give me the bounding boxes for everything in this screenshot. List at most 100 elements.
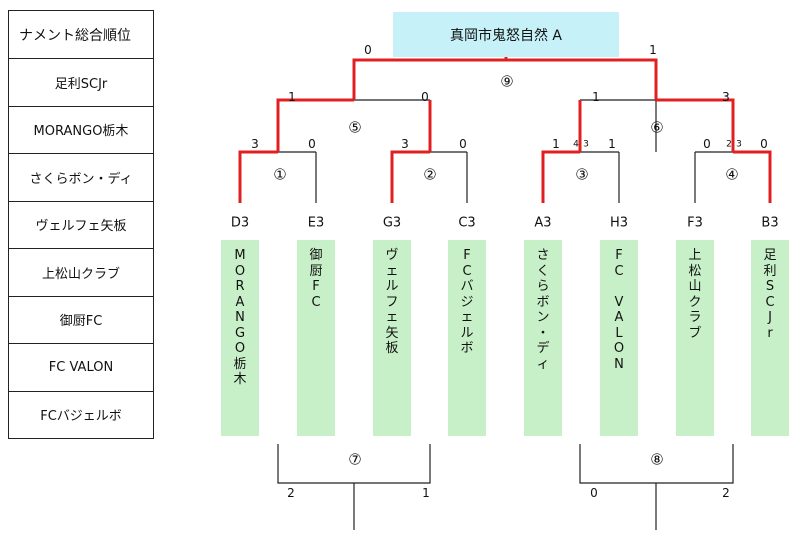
win-line-m2 <box>390 150 430 203</box>
win-line-m5 <box>276 98 354 152</box>
line-m7 <box>277 444 431 530</box>
line-m6-left <box>580 99 657 152</box>
team-char: O <box>234 341 246 356</box>
team-char: A <box>614 310 624 325</box>
team-char: 山 <box>688 279 702 294</box>
team-char: ク <box>688 294 702 310</box>
match-5-label: ⑤ <box>348 118 362 137</box>
team-char: ェ <box>385 263 399 279</box>
team-char: 木 <box>233 372 247 387</box>
team-char: C <box>614 263 624 279</box>
match-7-label: ⑦ <box>348 450 362 469</box>
ranking-row-4: ヴェルフェ矢板 <box>9 202 153 249</box>
team-char: F <box>615 248 623 263</box>
pk-m4-right: 3 <box>736 139 742 150</box>
match-1-label: ① <box>273 165 287 184</box>
team-char: 栃 <box>233 356 247 372</box>
seed-6: H3 <box>609 215 629 231</box>
win-line-m9a <box>352 58 506 100</box>
ranking-row-7: FC VALON <box>9 344 153 392</box>
champion-box: 真岡市鬼怒自然 A <box>393 12 619 57</box>
team-char: 御 <box>309 248 323 263</box>
team-column-7: 上松山クラブ <box>676 240 714 436</box>
team-char: 板 <box>385 341 399 356</box>
team-char: N <box>235 310 245 325</box>
line-m3-right <box>580 151 620 203</box>
team-char: ジ <box>460 294 474 310</box>
team-char: S <box>765 279 775 294</box>
score-m2-left: 3 <box>401 137 409 151</box>
team-char: 厨 <box>309 263 323 279</box>
team-char: O <box>234 263 246 279</box>
score-m9-right: 1 <box>649 43 657 57</box>
team-char: さ <box>536 248 550 263</box>
team-char: ラ <box>688 310 702 325</box>
score-m3-left: 1 <box>552 137 560 151</box>
team-char: ル <box>385 279 399 294</box>
score-m4-left: 0 <box>703 137 711 151</box>
team-char: O <box>613 341 625 356</box>
team-char: ら <box>536 279 550 294</box>
score-m5-left: 1 <box>288 90 296 104</box>
win-line-m4 <box>733 150 772 203</box>
team-char: L <box>615 325 623 341</box>
line-m1-right <box>278 151 317 203</box>
seed-3: G3 <box>382 215 402 231</box>
ranking-header: ナメント総合順位 <box>9 11 153 59</box>
team-char: 上 <box>688 248 702 263</box>
team-char: C <box>311 294 321 310</box>
match-8-label: ⑧ <box>650 450 664 469</box>
team-char: デ <box>536 341 550 356</box>
match-2-label: ② <box>423 165 437 184</box>
win-line-m6 <box>656 98 735 152</box>
team-char: ル <box>460 325 474 341</box>
seed-1: D3 <box>230 215 250 231</box>
score-m8-right: 2 <box>722 486 730 500</box>
seed-2: E3 <box>307 215 325 231</box>
team-char: ヴ <box>385 248 399 263</box>
team-char: C <box>765 294 775 310</box>
score-m6-right: 3 <box>722 90 730 104</box>
team-char: A <box>235 294 245 310</box>
ranking-row-8: FCバジェルボ <box>40 409 122 425</box>
seed-8: B3 <box>761 215 779 231</box>
line-m8 <box>579 444 734 530</box>
win-line-m3 <box>541 150 580 203</box>
score-m6-left: 1 <box>592 90 600 104</box>
score-m5-right: 0 <box>421 90 429 104</box>
team-char: V <box>614 294 624 310</box>
pk-m4-left: 2 <box>726 139 732 150</box>
team-char: ボ <box>460 341 474 356</box>
team-char: J <box>768 310 772 325</box>
score-m4-right: 0 <box>760 137 768 151</box>
score-m9-left: 0 <box>364 43 372 57</box>
ranking-row-2: MORANGO栃木 <box>9 107 153 154</box>
team-char: ボ <box>536 294 550 310</box>
team-char: C <box>462 263 472 279</box>
team-char: r <box>767 325 773 341</box>
match-4-label: ④ <box>725 165 739 184</box>
win-line-m9b <box>504 57 658 100</box>
score-m1-right: 0 <box>308 137 316 151</box>
score-m3-right: 1 <box>608 137 616 151</box>
team-char: 松 <box>688 263 702 279</box>
pk-m3-right: 3 <box>583 139 589 150</box>
team-char: G <box>234 325 246 341</box>
team-char: F <box>463 248 471 263</box>
team-column-5: さくらボン・ディ <box>524 240 562 436</box>
score-m1-left: 3 <box>251 137 259 151</box>
team-char: ブ <box>688 325 702 341</box>
match-3-label: ③ <box>575 165 589 184</box>
team-char: バ <box>460 279 474 294</box>
team-column-3: ヴェルフェ矢板 <box>373 240 411 436</box>
match-6-label: ⑥ <box>650 118 664 137</box>
score-m7-left: 2 <box>287 486 295 500</box>
score-m7-right: 1 <box>422 486 430 500</box>
team-char: F <box>312 279 320 294</box>
